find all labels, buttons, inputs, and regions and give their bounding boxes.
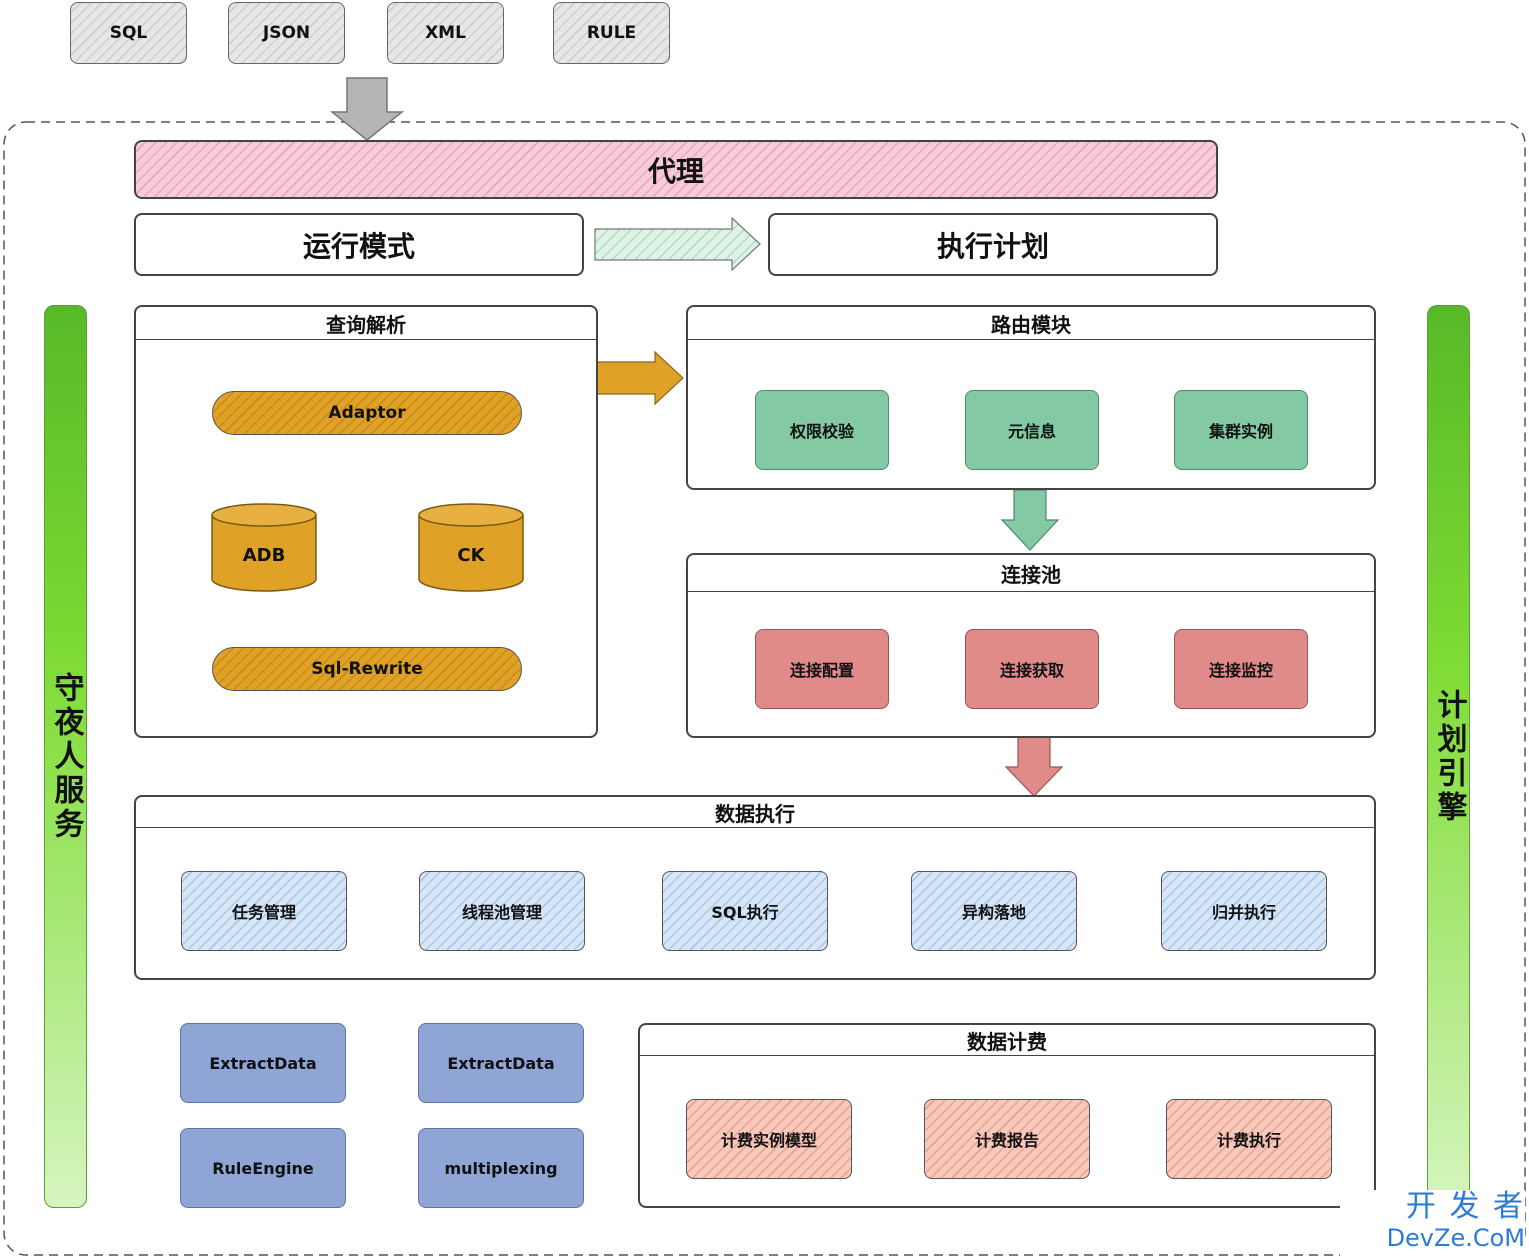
execution-item: SQL执行 (662, 871, 828, 951)
left-sidebar-watchman: 守夜人服务 (44, 305, 87, 1208)
input-sql: SQL (70, 2, 187, 64)
input-rule: RULE (553, 2, 670, 64)
right-sidebar-plan-engine: 计划引擎 (1427, 305, 1470, 1208)
outer-dashed-container (3, 121, 1526, 1256)
execution-title: 数据执行 (136, 797, 1374, 828)
billing-item: 计费实例模型 (686, 1099, 852, 1179)
data-billing-panel: 数据计费 计费实例模型 计费报告 计费执行 (638, 1023, 1376, 1208)
sql-rewrite-pill: Sql-Rewrite (212, 647, 522, 691)
pool-item: 连接配置 (755, 629, 889, 709)
routing-panel: 路由模块 权限校验 元信息 集群实例 (686, 305, 1376, 490)
billing-item: 计费报告 (924, 1099, 1090, 1179)
query-parse-title: 查询解析 (136, 307, 596, 340)
pool-item: 连接监控 (1174, 629, 1308, 709)
pool-item: 连接获取 (965, 629, 1099, 709)
routing-item: 集群实例 (1174, 390, 1308, 470)
component-ruleengine: RuleEngine (180, 1128, 346, 1208)
exec-plan-box: 执行计划 (768, 213, 1218, 276)
routing-item: 元信息 (965, 390, 1099, 470)
input-xml: XML (387, 2, 504, 64)
billing-item: 计费执行 (1166, 1099, 1332, 1179)
ck-database-icon (418, 503, 524, 592)
data-execution-panel: 数据执行 任务管理 线程池管理 SQL执行 异构落地 归并执行 (134, 795, 1376, 980)
component-extractdata-2: ExtractData (418, 1023, 584, 1103)
routing-title: 路由模块 (688, 307, 1374, 340)
adb-label: ADB (242, 544, 286, 566)
watermark-line1: 开 发 者 (1405, 1189, 1525, 1224)
run-mode-box: 运行模式 (134, 213, 584, 276)
component-extractdata-1: ExtractData (180, 1023, 346, 1103)
billing-title: 数据计费 (640, 1025, 1374, 1056)
execution-item: 异构落地 (911, 871, 1077, 951)
pool-title: 连接池 (688, 555, 1374, 592)
watermark-logo: 开 发 者 DevZe.CoM (1340, 1190, 1525, 1256)
component-multiplexing: multiplexing (418, 1128, 584, 1208)
right-sidebar-label: 计划引擎 (1431, 688, 1467, 825)
connection-pool-panel: 连接池 连接配置 连接获取 连接监控 (686, 553, 1376, 738)
adaptor-pill: Adaptor (212, 391, 522, 435)
execution-item: 归并执行 (1161, 871, 1327, 951)
ck-label: CK (457, 544, 485, 566)
mode-to-plan-arrow (594, 216, 761, 272)
routing-item: 权限校验 (755, 390, 889, 470)
input-json: JSON (228, 2, 345, 64)
adb-database-icon (211, 503, 317, 592)
route-to-pool-arrow (1000, 489, 1060, 551)
parse-to-route-arrow (596, 350, 684, 406)
execution-item: 线程池管理 (419, 871, 585, 951)
left-sidebar-label: 守夜人服务 (48, 671, 84, 842)
query-parse-panel: 查询解析 Adaptor ADB CK Sql-Rewrite (134, 305, 598, 738)
pool-to-exec-arrow (1004, 735, 1064, 797)
execution-item: 任务管理 (181, 871, 347, 951)
watermark-line2: DevZe.CoM (1386, 1224, 1525, 1252)
input-down-arrow (329, 77, 405, 141)
proxy-bar: 代理 (134, 140, 1218, 199)
